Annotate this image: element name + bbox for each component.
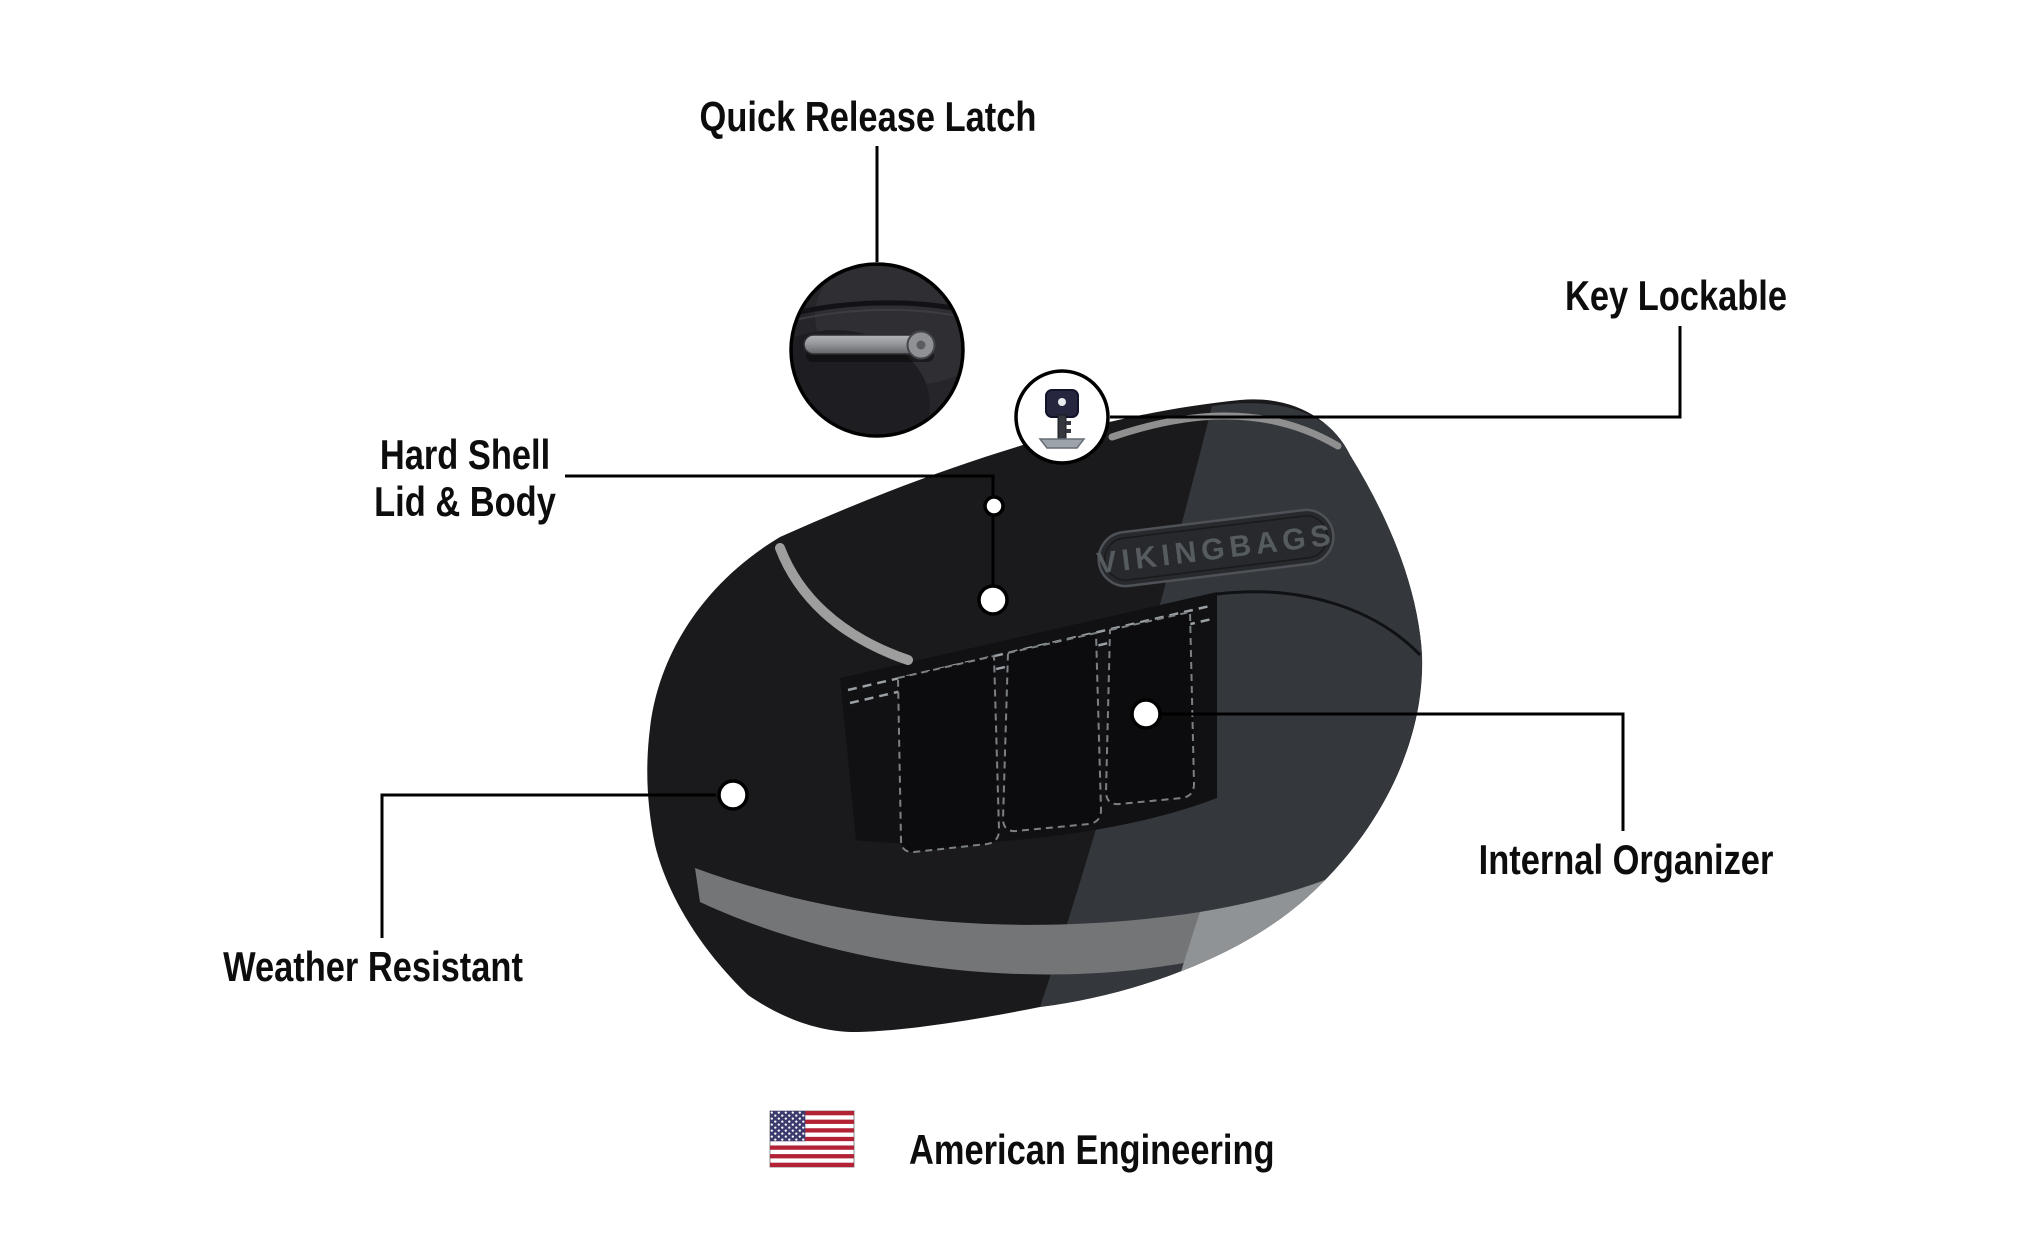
label-american-engineering: American Engineering	[909, 1126, 1275, 1173]
label-hard-shell-line2: Lid & Body	[374, 478, 556, 526]
brand-plaque: VIKINGBAGS	[1095, 508, 1337, 588]
label-quick-release-latch: Quick Release Latch	[699, 93, 1037, 140]
callout-markers	[717, 495, 1162, 811]
us-flag-icon	[769, 1110, 855, 1168]
callout-marker-body	[977, 584, 1009, 616]
label-hard-shell-line1: Hard Shell	[379, 431, 551, 478]
callout-line-organizer	[1160, 712, 1625, 831]
saddlebag-illustration: VIKINGBAGS	[647, 399, 1423, 1033]
key-lockable-inset	[1014, 369, 1110, 465]
lid-seam	[1216, 590, 1422, 657]
label-key-lockable: Key Lockable	[1564, 272, 1788, 319]
callout-line-hard-shell	[565, 474, 995, 597]
latch-handle-icon	[803, 334, 925, 355]
callout-marker-organizer	[1130, 698, 1162, 730]
label-weather-resistant: Weather Resistant	[223, 943, 523, 990]
callout-lines	[380, 146, 1682, 938]
key-icon	[1038, 389, 1086, 449]
organizer-pocket-2	[1001, 631, 1103, 833]
callout-line-key-lockable	[1110, 326, 1682, 419]
organizer-pocket-1	[896, 654, 1001, 854]
callout-marker-lid	[983, 495, 1005, 517]
label-hard-shell-lid-body: Hard Shell Lid & Body	[374, 431, 556, 525]
label-internal-organizer: Internal Organizer	[1478, 836, 1774, 883]
lid-trim-crescent	[775, 543, 913, 665]
quick-release-latch-inset	[789, 262, 965, 438]
callout-marker-weather	[717, 779, 749, 811]
callout-line-weather	[380, 793, 716, 938]
